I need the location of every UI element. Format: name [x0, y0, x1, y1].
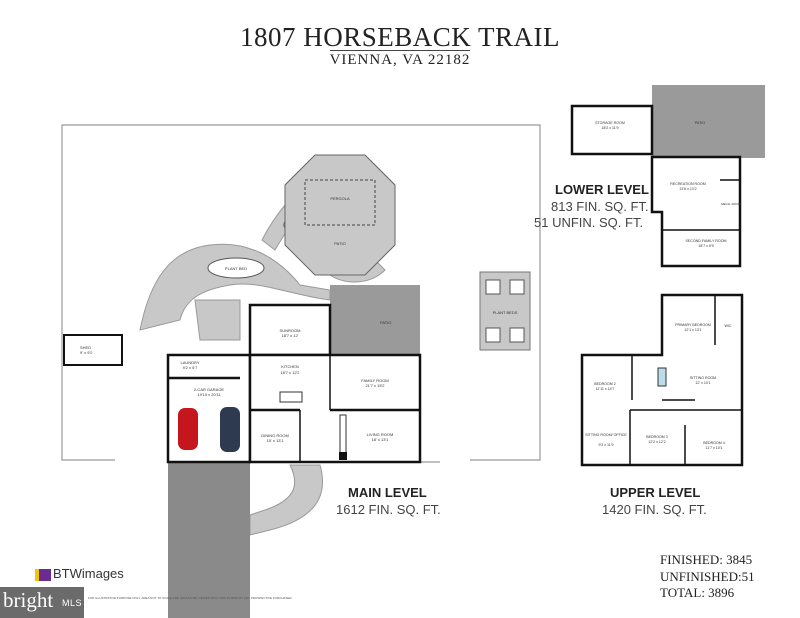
bed4-dim-label: 11'7 x 10'1 [706, 446, 723, 450]
storage-label: STORAGE ROOM [595, 121, 625, 125]
laundry-dim-label: 9'2 x 5'7 [183, 365, 198, 370]
main-patio [330, 285, 420, 355]
bed2-dim-label: 11'11 x 14'7 [596, 387, 615, 391]
pergola-label: PERGOLA [330, 196, 350, 201]
car-blue [220, 407, 240, 452]
upper-level-label: UPPER LEVEL [610, 485, 701, 500]
rec-dim-label: 13'6 x 13'2 [679, 187, 696, 191]
lower-level-unfin: 51 UNFIN. SQ. FT. [534, 215, 644, 230]
bed4-label: BEDROOM 4 [703, 441, 725, 445]
total-sqft: TOTAL: 3896 [660, 585, 735, 600]
plant-bed-label: PLANT BED [225, 266, 247, 271]
garage-label: 2-CAR GARAGE [194, 387, 225, 392]
primary-dim-label: 12'1 x 13'1 [684, 328, 701, 332]
plant-bed [207, 257, 265, 279]
office-label: SITTING ROOM/ OFFICE [585, 433, 627, 437]
primary-label: PRIMARY BEDROOM [675, 323, 711, 327]
disclaimer: FOR ILLUSTRATIVE PURPOSE ONLY. AREA NOT … [88, 596, 292, 600]
sitting-label: SITTING ROOM [690, 376, 716, 380]
family-label: FAMILY ROOM [361, 378, 388, 383]
lower-level-house [570, 104, 742, 268]
office-dim-label: 9'3 x 11'9 [599, 443, 614, 447]
shed [63, 334, 123, 366]
family-dim-label: 21'7 x 15'2 [365, 383, 385, 388]
main-level-sqft: 1612 FIN. SQ. FT. [336, 502, 441, 517]
bright-mls-badge: bright MLS [0, 587, 84, 618]
shed-dim-label: 9' x 9'2 [80, 350, 93, 355]
dining-label: DINING ROOM [261, 433, 289, 438]
living-dim-label: 18' x 13'1 [372, 437, 390, 442]
title-divider [330, 50, 470, 51]
sunroom-label: SUNROOM [280, 328, 301, 333]
total-finished: FINISHED: 3845 [660, 552, 753, 567]
bed2-label: BEDROOM 2 [594, 382, 616, 386]
btw-logo-text: BTWimages [53, 566, 124, 581]
pergola-patio [284, 154, 396, 276]
kitchen-dim-label: 18'7 x 12'2 [280, 370, 300, 375]
lower-level-fin: 813 FIN. SQ. FT. [551, 199, 649, 214]
laundry-label: LAUNDRY [180, 360, 199, 365]
dining-dim-label: 15' x 13'1 [267, 438, 285, 443]
mech-label: MECH. ROOM [721, 202, 741, 206]
lower-patio [652, 85, 765, 158]
wic-label: WIC [725, 324, 732, 328]
plant-beds-label: PLANT BEDS [493, 310, 518, 315]
bed3-label: BEDROOM 3 [646, 435, 668, 439]
sunroom-dim-label: 18'7 x 12' [282, 333, 299, 338]
bed3-dim-label: 12'2 x 12'2 [648, 440, 665, 444]
driveway [168, 462, 250, 618]
car-red [178, 408, 198, 450]
shed-label: SHED [80, 345, 91, 350]
garage-dim-label: 19'10 x 20'11 [197, 392, 221, 397]
bright-text: bright [3, 588, 54, 612]
property-boundary [61, 124, 541, 463]
property-address: VIENNA, VA 22182 [329, 52, 471, 68]
total-unfinished: UNFINISHED:51 [660, 569, 755, 584]
rec-label: RECREATION ROOM [670, 182, 705, 186]
storage-dim-label: 18'2 x 11'9 [602, 126, 619, 130]
btw-logo-icon [35, 568, 51, 581]
patio-label: PATIO [695, 121, 705, 125]
kitchen-island [279, 391, 303, 403]
living-label: LIVING ROOM [367, 432, 394, 437]
pergola-patio-label: PATIO [334, 241, 345, 246]
upper-level-sqft: 1420 FIN. SQ. FT. [602, 502, 707, 517]
property-title: 1807 HORSEBACK TRAIL [239, 22, 561, 52]
family2-label: SECOND FAMILY ROOM [685, 239, 726, 243]
lower-level-label: LOWER LEVEL [555, 182, 649, 197]
mls-text: MLS [62, 598, 83, 608]
main-level-label: MAIN LEVEL [348, 485, 427, 500]
btwimages-logo: BTWimages [35, 566, 124, 582]
family2-dim-label: 18'7 x 9'9 [698, 244, 713, 248]
kitchen-label: KITCHEN [281, 364, 299, 369]
patio-label: PATIO [380, 320, 391, 325]
sitting-dim-label: 12' x 10'1 [695, 381, 710, 385]
